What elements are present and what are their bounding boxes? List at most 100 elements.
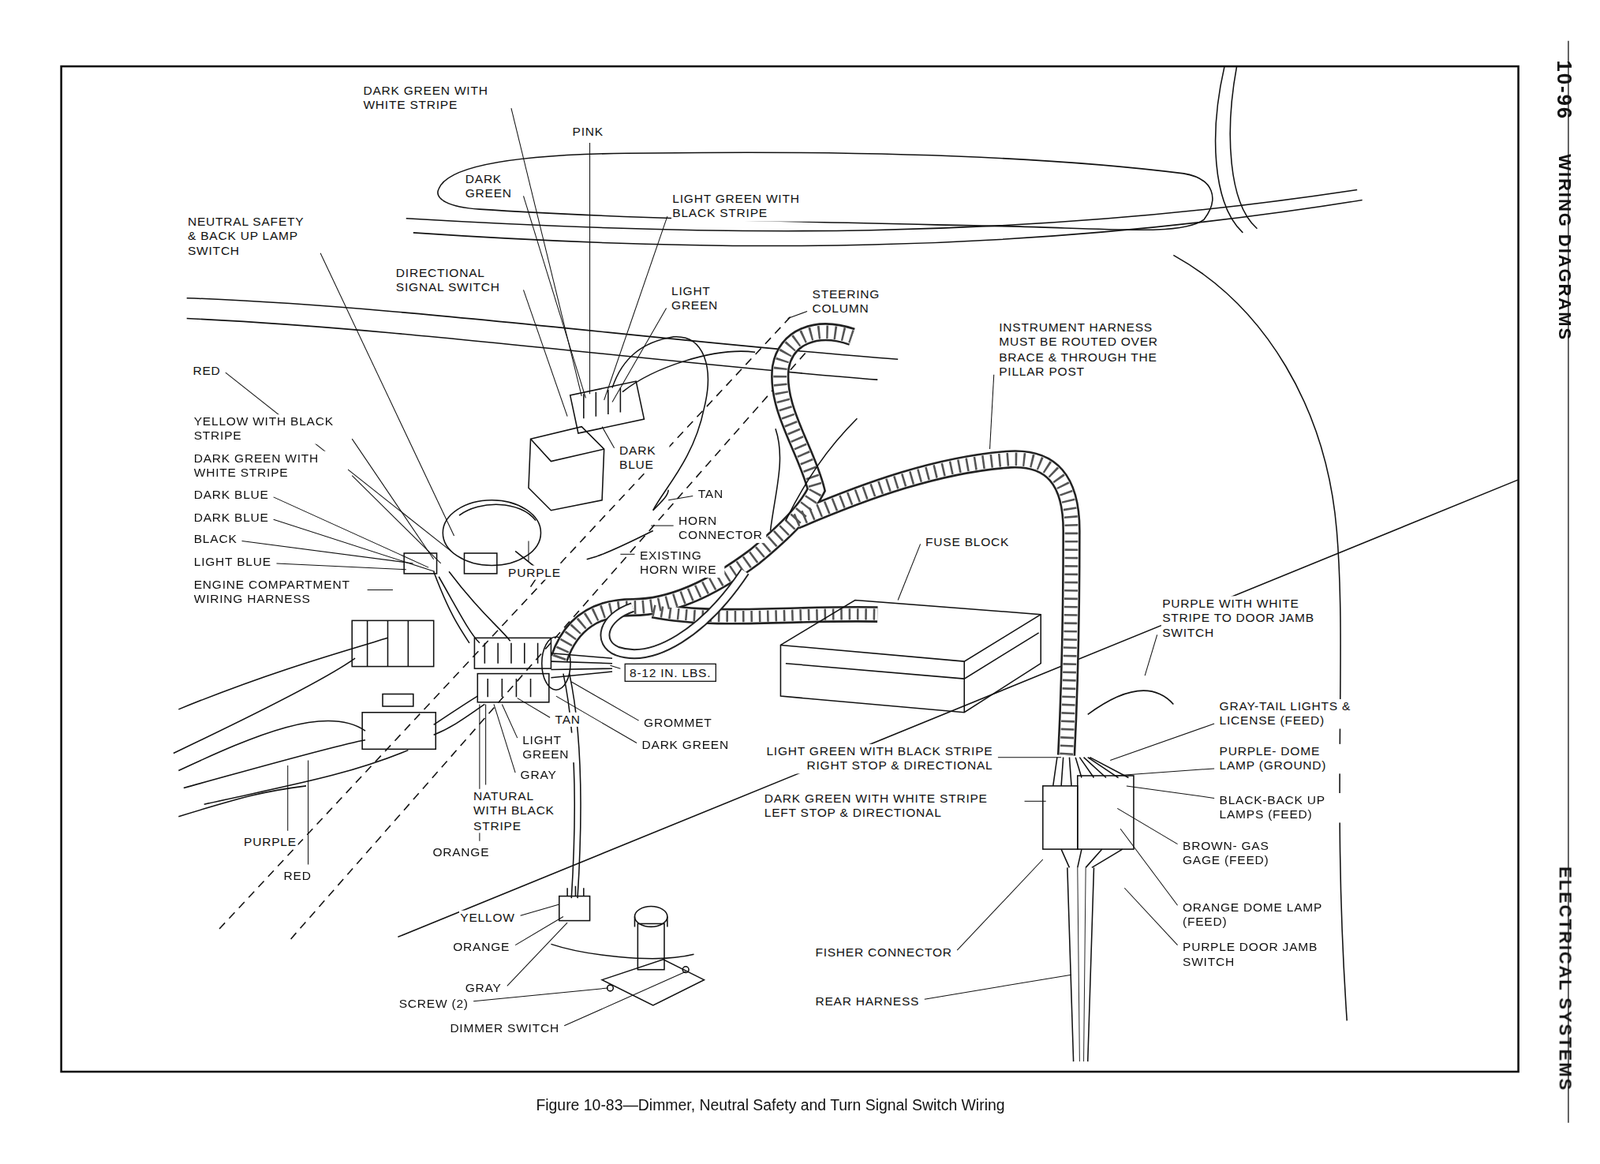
wire-label: RED — [191, 362, 222, 378]
wire-label: YELLOW — [459, 910, 516, 926]
wire-label: NEUTRAL SAFETY & BACK UP LAMP SWITCH — [186, 214, 317, 259]
wire-label: ORANGE — [431, 844, 491, 860]
leader-line — [650, 525, 673, 527]
leader-line — [1126, 785, 1215, 799]
wire-label: BLACK — [192, 531, 238, 547]
figure-caption: Figure 10-83—Dimmer, Neutral Safety and … — [0, 1095, 1541, 1114]
wire-label: GRAY — [463, 980, 503, 996]
main-harness — [550, 332, 1072, 756]
directional-signal-switch — [528, 336, 756, 511]
spec-text: 8-12 IN. LBS. — [629, 665, 711, 680]
wire-label: INSTRUMENT HARNESS MUST BE ROUTED OVER B… — [998, 320, 1189, 379]
wire-label: EXISTING HORN WIRE — [639, 548, 726, 578]
wire-label: DARK GREEN WITH WHITE STRIPE LEFT STOP &… — [762, 790, 1021, 820]
leader-line — [990, 374, 995, 449]
leader-line — [273, 497, 430, 568]
leader-line — [307, 760, 309, 865]
torque-spec-box: 8-12 IN. LBS. — [624, 663, 717, 682]
leader-line — [1144, 634, 1158, 676]
wire-label: NATURAL WITH BLACK STRIPE — [472, 788, 567, 834]
leader-line — [351, 438, 434, 560]
leader-line — [351, 475, 442, 564]
section-heading: ELECTRICAL SYSTEMS — [1553, 865, 1574, 1093]
leader-line — [601, 426, 615, 449]
leader-line — [620, 553, 635, 555]
wire-label: LIGHT GREEN WITH BLACK STRIPE — [671, 191, 827, 221]
leader-line — [897, 543, 920, 600]
wire-label: DARK GREEN WITH WHITE STRIPE — [192, 451, 348, 481]
wire-label: ORANGE DOME LAMP (FEED) — [1181, 900, 1332, 930]
leader-line — [287, 765, 288, 831]
wire-label: BROWN- GAS GAGE (FEED) — [1181, 838, 1286, 868]
wire-label: LIGHT GREEN — [521, 732, 577, 763]
steering-column — [219, 316, 807, 939]
leader-line — [485, 703, 486, 785]
wire-label: REAR HARNESS — [814, 994, 920, 1010]
leader-line — [273, 519, 435, 572]
leader-line — [998, 756, 1062, 758]
leader-line — [604, 216, 668, 400]
wire-label: HORN CONNECTOR — [677, 513, 767, 543]
leader-line — [1120, 828, 1178, 905]
leader-line — [564, 971, 686, 1026]
wire-label: DARK BLUE — [618, 442, 670, 472]
wire-label: GRAY-TAIL LIGHTS & LICENSE (FEED) — [1218, 699, 1374, 729]
wire-label: TAN — [553, 712, 582, 728]
wire-label: LIGHT BLUE — [192, 553, 273, 569]
wire-label: ENGINE COMPARTMENT WIRING HARNESS — [192, 577, 363, 607]
wire-label: DARK GREEN — [640, 737, 730, 753]
leader-line — [1117, 807, 1178, 844]
section-heading: WIRING DIAGRAMS — [1553, 153, 1574, 342]
wire-label: FISHER CONNECTOR — [814, 945, 954, 961]
wire-label: TAN — [696, 486, 725, 502]
wire-label: RED — [282, 868, 313, 884]
wire-label: LIGHT GREEN — [670, 284, 726, 314]
wire-label: PURPLE- DOME LAMP (GROUND) — [1218, 743, 1343, 774]
leader-line — [493, 703, 516, 773]
wire-label: YELLOW WITH BLACK STRIPE — [192, 414, 348, 444]
section-heading: 10-96 — [1551, 59, 1577, 121]
wire-label: PURPLE — [242, 834, 298, 850]
leader-line — [589, 142, 591, 394]
wire-label: BLACK-BACK UP LAMPS (FEED) — [1218, 792, 1343, 823]
leader-line — [1114, 768, 1215, 776]
leader-line — [1110, 723, 1215, 761]
wire-label: PURPLE WITH WHITE STRIPE TO DOOR JAMB SW… — [1161, 595, 1322, 640]
leader-line — [507, 922, 568, 986]
leader-line — [1024, 800, 1047, 802]
wire-label: SCREW (2) — [397, 995, 470, 1011]
wire-label: FUSE BLOCK — [924, 534, 1011, 550]
fuse-block — [780, 600, 1041, 713]
leader-line — [501, 703, 517, 738]
leader-line — [787, 310, 808, 318]
leader-line — [511, 108, 582, 397]
leader-line — [523, 195, 586, 398]
leader-line — [668, 496, 693, 501]
body-outline — [178, 66, 1518, 1021]
fisher-connector — [1042, 690, 1174, 868]
wire-label: DARK GREEN WITH WHITE STRIPE — [362, 83, 508, 113]
wire-label: GROMMET — [642, 715, 714, 731]
leader-line — [924, 974, 1072, 999]
wire-label: PINK — [571, 124, 605, 140]
leader-line — [523, 289, 568, 416]
bulkhead-connector — [433, 571, 571, 703]
leader-line — [520, 904, 560, 916]
leader-line — [1124, 887, 1178, 945]
leader-line — [367, 589, 393, 591]
wire-label: LIGHT GREEN WITH BLACK STRIPE RIGHT STOP… — [755, 743, 995, 774]
engine-harness — [173, 620, 485, 804]
wire-label: GRAY — [519, 767, 558, 783]
leader-line — [612, 308, 667, 403]
wire-label: PURPLE — [507, 565, 562, 581]
leader-line — [276, 563, 407, 570]
wire-label: DIMMER SWITCH — [448, 1020, 561, 1036]
leader-line — [515, 915, 564, 945]
wire-label: STEERING COLUMN — [811, 286, 898, 316]
rear-harness — [1067, 867, 1095, 1062]
wire-label: PURPLE DOOR JAMB SWITCH — [1181, 939, 1332, 969]
wire-label: ORANGE — [452, 939, 512, 955]
wire-label: DIRECTIONAL SIGNAL SWITCH — [395, 265, 520, 295]
wire-label: DARK BLUE — [192, 510, 270, 526]
wire-label: DARK GREEN — [463, 171, 520, 201]
